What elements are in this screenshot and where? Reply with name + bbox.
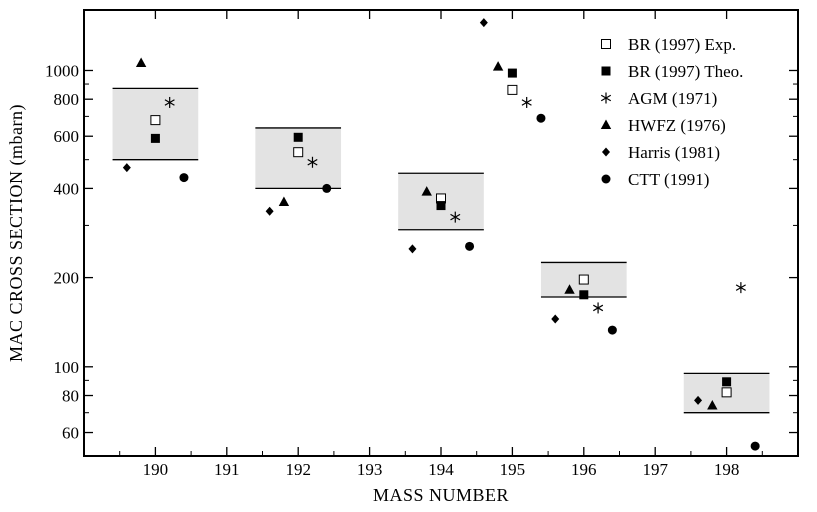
- point-triangle-4: [564, 284, 575, 294]
- point-filled-square-2: [436, 201, 446, 211]
- legend: BR (1997) Exp. BR (1997) Theo. AGM (1971) H…: [600, 35, 743, 189]
- point-diamond-0: [122, 163, 131, 173]
- point-open-square-5: [721, 387, 732, 398]
- point-circle-1: [322, 183, 332, 193]
- point-circle-5: [750, 441, 760, 451]
- y-tick-label-60: 60: [62, 424, 79, 443]
- legend-marker-circle: [601, 174, 611, 184]
- legend-label-circle: CTT (1991): [628, 170, 709, 189]
- point-diamond-5: [694, 395, 703, 405]
- x-tick-label-192: 192: [285, 460, 311, 479]
- point-triangle-5: [707, 400, 718, 410]
- x-tick-label-190: 190: [143, 460, 169, 479]
- x-tick-label-196: 196: [571, 460, 597, 479]
- legend-label-triangle: HWFZ (1976): [628, 116, 726, 135]
- point-asterisk-0: [164, 96, 175, 108]
- point-asterisk-5: [735, 282, 746, 294]
- point-filled-square-5: [722, 377, 732, 387]
- y-tick-label-1000: 1000: [45, 61, 79, 80]
- y-tick-label-600: 600: [54, 127, 80, 146]
- legend-marker-triangle: [600, 119, 612, 129]
- y-tick-label-80: 80: [62, 387, 79, 406]
- legend-label-filled-square: BR (1997) Theo.: [628, 62, 743, 81]
- legend-marker-diamond: [602, 147, 610, 157]
- x-tick-label-198: 198: [714, 460, 740, 479]
- point-diamond-2: [408, 244, 417, 254]
- point-asterisk-1: [307, 156, 318, 168]
- legend-marker-asterisk: [600, 92, 612, 104]
- legend-label-diamond: Harris (1981): [628, 143, 720, 162]
- point-diamond-4: [551, 314, 560, 324]
- x-axis-title: MASS NUMBER: [373, 485, 509, 505]
- point-asterisk-4: [593, 302, 604, 314]
- point-filled-square-0: [150, 133, 160, 143]
- x-tick-label-194: 194: [428, 460, 454, 479]
- legend-marker-open-square: [601, 39, 611, 49]
- y-tick-label-400: 400: [54, 179, 80, 198]
- point-triangle-1: [278, 196, 290, 206]
- legend-label-open-square: BR (1997) Exp.: [628, 35, 736, 54]
- point-asterisk-3: [521, 96, 532, 108]
- y-axis-title: MAC CROSS SECTION (mbarn): [6, 104, 27, 362]
- point-triangle-2: [421, 186, 432, 196]
- point-circle-2: [465, 241, 475, 251]
- x-tick-label-195: 195: [500, 460, 526, 479]
- legend-marker-filled-square: [601, 66, 611, 76]
- y-tick-label-800: 800: [54, 90, 80, 109]
- point-circle-3: [536, 113, 546, 123]
- bands-layer: [112, 87, 770, 414]
- point-diamond-3: [479, 18, 488, 28]
- point-open-square-3: [507, 84, 518, 95]
- point-triangle-3: [492, 61, 504, 71]
- point-open-square-1: [293, 147, 304, 158]
- point-triangle-0: [135, 57, 147, 67]
- point-open-square-0: [150, 115, 161, 126]
- y-tick-label-200: 200: [54, 269, 80, 288]
- legend-label-asterisk: AGM (1971): [628, 89, 717, 108]
- x-tick-label-191: 191: [214, 460, 240, 479]
- point-filled-square-3: [507, 68, 517, 78]
- point-open-square-4: [578, 274, 589, 285]
- point-filled-square-1: [293, 132, 303, 142]
- point-filled-square-4: [579, 290, 589, 300]
- x-tick-label-193: 193: [357, 460, 383, 479]
- x-tick-label-197: 197: [642, 460, 668, 479]
- point-diamond-1: [265, 206, 274, 216]
- point-circle-4: [607, 325, 617, 335]
- point-circle-0: [179, 173, 189, 183]
- point-asterisk-2: [450, 211, 461, 223]
- points-layer: [122, 18, 760, 451]
- ticks-layer: 190 191 192 193 194 195 196 197 198 60 80 100 200 400…: [45, 10, 798, 479]
- y-tick-label-100: 100: [54, 358, 80, 377]
